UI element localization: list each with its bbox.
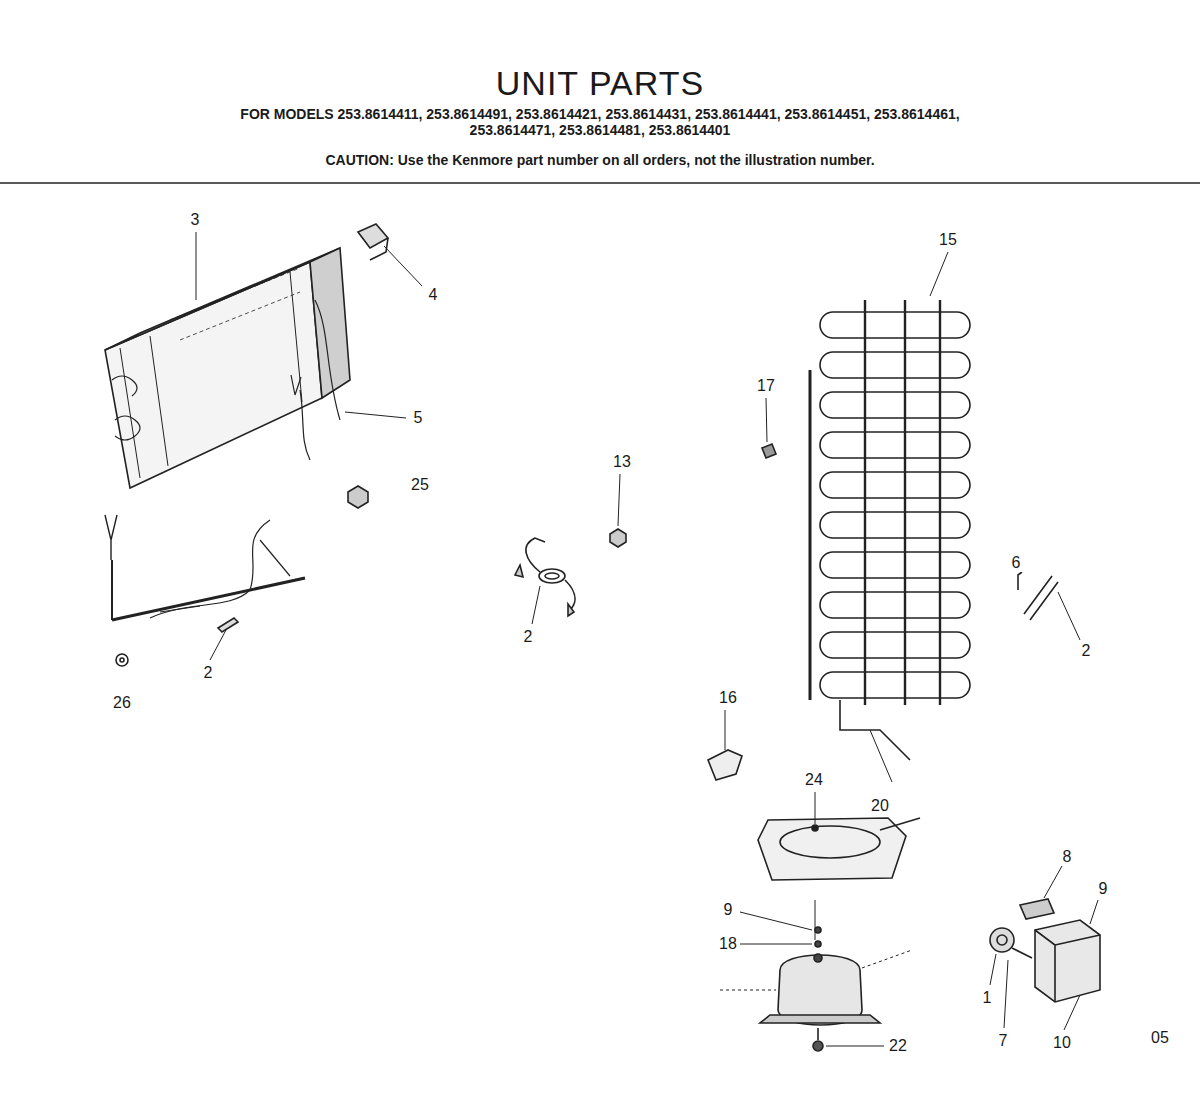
callout-number: 10 — [1051, 1034, 1073, 1052]
callout-number: 2 — [1080, 642, 1093, 660]
callout-number: 20 — [869, 797, 891, 815]
leader-lines — [196, 232, 422, 660]
callout-number: 17 — [755, 377, 777, 395]
small-parts-left — [116, 224, 388, 666]
compressor — [720, 792, 920, 1051]
callout-number: 2 — [202, 664, 215, 682]
callout-number: 4 — [427, 286, 440, 304]
relay-overload — [990, 866, 1100, 1030]
callout-number: 05 — [1149, 1029, 1171, 1047]
callout-number: 15 — [937, 231, 959, 249]
callout-number: 25 — [409, 476, 431, 494]
callout-number: 24 — [803, 771, 825, 789]
center-parts — [515, 474, 626, 624]
callout-number: 9 — [1097, 880, 1110, 898]
small-parts-right — [708, 252, 1080, 780]
callout-number: 16 — [717, 689, 739, 707]
callout-number: 7 — [997, 1032, 1010, 1050]
callout-number: 26 — [111, 694, 133, 712]
caution-note: CAUTION: Use the Kenmore part number on … — [325, 152, 874, 168]
callout-number: 13 — [611, 453, 633, 471]
callout-number: 6 — [1010, 554, 1023, 572]
callout-number: 8 — [1061, 848, 1074, 866]
callout-number: 9 — [722, 901, 735, 919]
diagram-title: UNIT PARTS — [496, 64, 704, 103]
condenser-coil — [810, 300, 970, 782]
callout-number: 22 — [887, 1037, 909, 1055]
callout-number: 3 — [189, 211, 202, 229]
model-list: FOR MODELS 253.8614411, 253.8614491, 253… — [240, 106, 960, 138]
header-rule — [0, 182, 1200, 183]
callout-number: 5 — [412, 409, 425, 427]
drawing — [0, 183, 1200, 1051]
drain-panel — [105, 515, 305, 620]
callout-number: 2 — [522, 628, 535, 646]
evaporator-unit — [105, 248, 350, 488]
callout-number: 1 — [981, 989, 994, 1007]
callout-number: 18 — [717, 935, 739, 953]
